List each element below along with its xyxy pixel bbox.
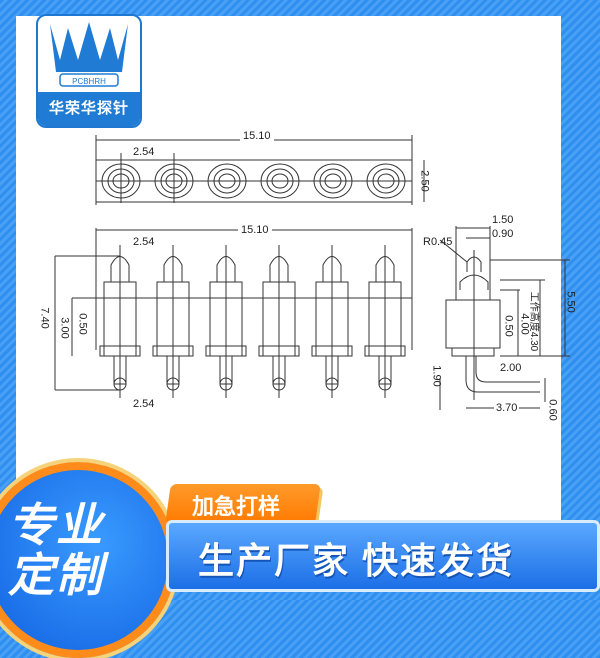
technical-drawing: [54, 135, 570, 410]
factory-banner-text: 生产厂家 快速发货: [198, 540, 515, 581]
front-length-label: 15.10: [238, 224, 272, 236]
side-leg-thickness-label: 0.60: [546, 399, 559, 421]
front-pitch-bottom-label: 2.54: [133, 398, 155, 410]
top-pitch-label: 2.54: [133, 146, 155, 158]
side-leg-offset-label: 2.00: [500, 362, 522, 374]
side-tip-label: 0.90: [492, 228, 514, 240]
front-total-height-label: 7.40: [38, 307, 51, 329]
badge-line-1: 专业: [8, 499, 104, 551]
brand-name: 华荣华探针: [38, 92, 140, 126]
side-base-label: 0.50: [502, 315, 515, 337]
crown-icon: PCBHRH: [50, 22, 128, 87]
side-height-label: 5.50: [564, 291, 577, 313]
factory-banner: [166, 520, 600, 592]
svg-text:PCBHRH: PCBHRH: [72, 77, 106, 86]
front-pitch-top-label: 2.54: [133, 236, 155, 248]
badge-line-2: 定制: [8, 549, 104, 601]
brand-logo: PCBHRH 华荣华探针: [36, 14, 142, 128]
front-base-label: 0.50: [76, 313, 89, 335]
custom-badge-text: 专业 定制: [8, 500, 104, 600]
side-leg-height-label: 1.90: [430, 365, 443, 387]
side-width-label: 1.50: [492, 214, 514, 226]
side-radius-label: R0.45: [423, 236, 453, 248]
side-body-label: 4.00: [518, 313, 531, 335]
side-leg-length-label: 3.70: [494, 402, 520, 414]
front-body-height-label: 3.00: [58, 317, 71, 339]
top-width-label: 2.50: [418, 170, 431, 192]
urgent-sample-text: 加急打样: [192, 494, 281, 519]
top-length-label: 15.10: [240, 130, 274, 142]
